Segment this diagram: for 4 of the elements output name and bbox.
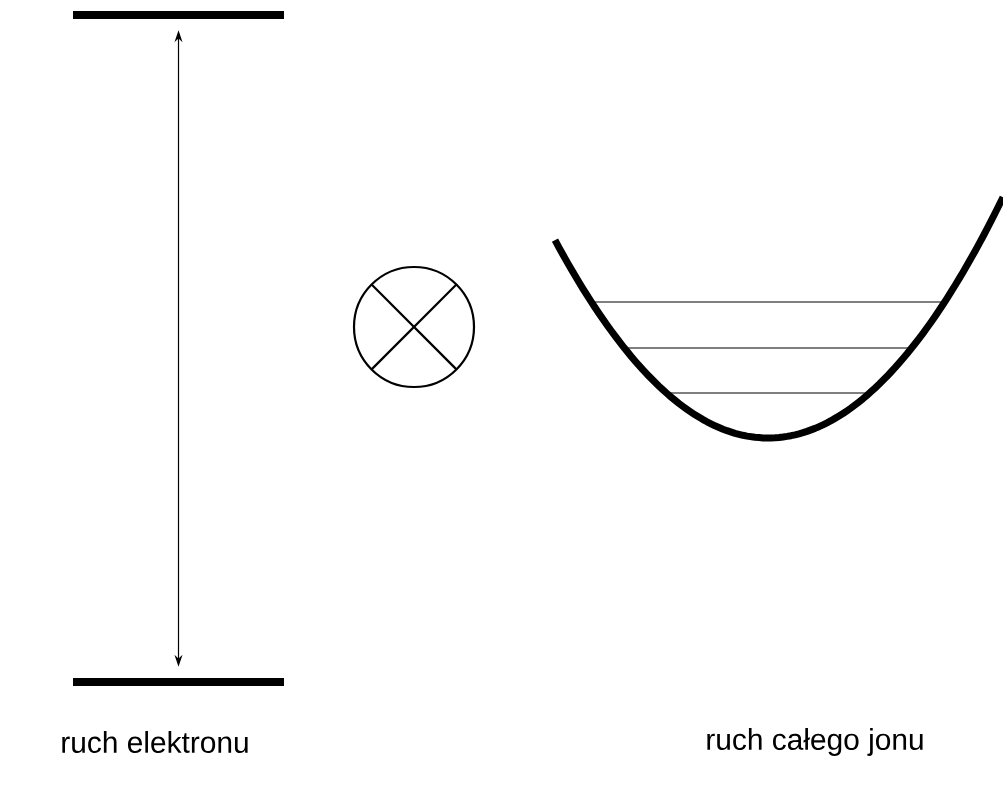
energy-level-bar xyxy=(73,678,284,686)
energy-level-bar xyxy=(73,11,284,19)
caption-text: ruch całego jonu xyxy=(707,728,923,756)
caption-text: ruch elektronu xyxy=(62,731,248,753)
